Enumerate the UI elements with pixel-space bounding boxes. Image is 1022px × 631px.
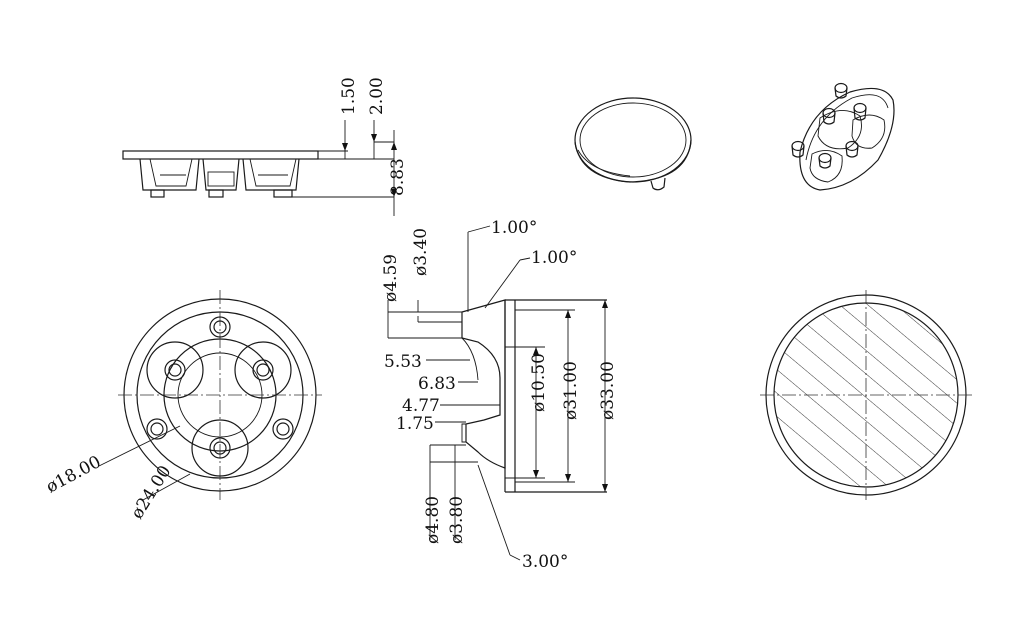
dim-dia-31-00: ø31.00 [561,361,581,420]
section-view: 1.00° 1.00° 3.00° ø4.59 ø3.40 ø4.80 ø3.8… [381,218,618,572]
dim-dia-3-40: ø3.40 [411,228,431,276]
angle-1-00-lower: 1.00° [531,248,577,268]
section-hatch [461,299,506,469]
dim-5-53: 5.53 [384,352,422,372]
angle-1-00-upper: 1.00° [491,218,537,238]
side-view-plate [122,150,319,160]
front-view: ø18.00 ø24.00 [43,290,322,523]
dim-6-83: 6.83 [418,374,456,394]
dim-8-83: 8.83 [388,158,408,196]
dim-dia-33-00: ø33.00 [598,361,618,420]
dim-1-50: 1.50 [339,77,359,115]
dim-dia-4-80: ø4.80 [423,496,443,544]
dim-2-00: 2.00 [367,77,387,115]
angle-3-00: 3.00° [522,552,568,572]
side-view-lenses [139,158,300,198]
dim-dia-10-50: ø10.50 [529,353,549,412]
dim-dia-4-59: ø4.59 [381,254,401,302]
dim-dia-3-80: ø3.80 [447,496,467,544]
dim-dia-18: ø18.00 [43,452,104,497]
lens-posts [791,82,867,169]
lens-back-3d-view [791,82,895,191]
lens-disc-3d-view [574,97,692,191]
hatched-circle-view [760,290,972,500]
front-view-posts [146,316,294,459]
dim-1-75: 1.75 [396,414,434,434]
dim-4-77: 4.77 [402,396,440,416]
dim-dia-24: ø24.00 [127,462,175,523]
side-view: 1.50 2.00 8.83 [122,77,408,216]
